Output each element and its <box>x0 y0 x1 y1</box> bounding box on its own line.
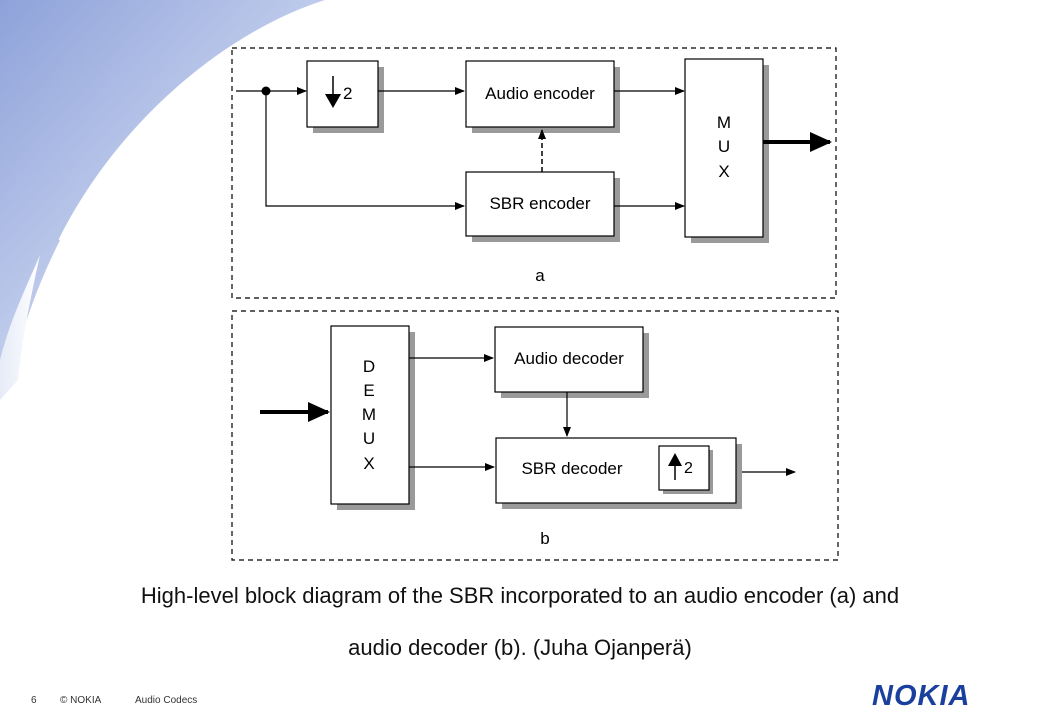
demux-letter-5: X <box>363 454 374 473</box>
demux-block <box>330 325 410 505</box>
mux-letter-2: U <box>718 137 730 156</box>
audio-encoder-block <box>465 60 615 128</box>
figure-caption-line-2: audio decoder (b). (Juha Ojanperä) <box>348 635 692 660</box>
mux-block <box>684 58 764 238</box>
upsample-factor: 2 <box>684 460 693 477</box>
sbr-decoder-label: SBR decoder <box>521 459 622 478</box>
audio-encoder-label: Audio encoder <box>485 84 595 103</box>
deck-title: Audio Codecs <box>135 695 198 706</box>
copyright-text: © NOKIA <box>60 695 102 706</box>
mux-letter-3: X <box>718 162 729 181</box>
panel-b-frame <box>231 310 839 561</box>
audio-decoder-block <box>494 326 644 393</box>
upsample-block <box>658 445 710 491</box>
demux-letter-3: M <box>362 405 376 424</box>
downsample-block <box>306 60 379 128</box>
panel-b-label: b <box>540 529 549 548</box>
bypass-line-a <box>265 91 465 210</box>
sbr-encoder-block <box>465 171 615 237</box>
audio-decoder-label: Audio decoder <box>514 349 624 368</box>
downsample-arrowhead-icon <box>325 94 341 108</box>
page-number: 6 <box>31 695 37 706</box>
upsample-arrowhead-icon <box>668 453 682 466</box>
sbr-encoder-label: SBR encoder <box>489 194 590 213</box>
figure-caption-line-1: High-level block diagram of the SBR inco… <box>140 583 900 608</box>
demux-letter-1: D <box>363 357 375 376</box>
demux-letter-4: U <box>363 429 375 448</box>
demux-letter-2: E <box>363 381 374 400</box>
downsample-factor: 2 <box>343 84 352 103</box>
panel-a-frame <box>231 47 837 299</box>
mux-letter-1: M <box>717 113 731 132</box>
nokia-logo: NOKIA <box>872 680 971 712</box>
panel-a-label: a <box>535 266 545 285</box>
